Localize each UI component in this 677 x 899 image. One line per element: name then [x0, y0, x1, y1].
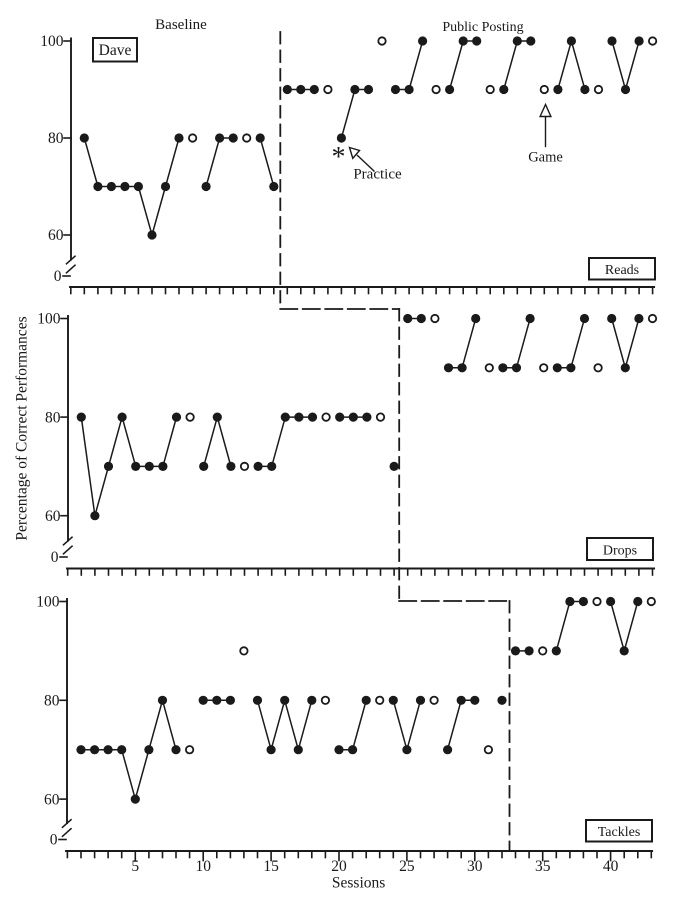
svg-text:Public Posting: Public Posting [442, 20, 523, 35]
svg-text:Sessions: Sessions [332, 875, 385, 892]
svg-text:Practice: Practice [353, 167, 402, 183]
svg-text:Drops: Drops [603, 543, 637, 558]
svg-text:40: 40 [603, 858, 619, 875]
svg-text:80: 80 [45, 409, 61, 426]
svg-text:Tackles: Tackles [598, 825, 641, 840]
svg-text:60: 60 [44, 791, 60, 808]
svg-text:Reads: Reads [605, 263, 639, 278]
svg-text:5: 5 [131, 858, 139, 875]
svg-text:Percentage of Correct Performa: Percentage of Correct Performances [14, 316, 31, 540]
svg-text:25: 25 [399, 858, 415, 875]
svg-text:*: * [332, 142, 346, 173]
svg-text:10: 10 [195, 858, 211, 875]
svg-text:0: 0 [54, 268, 62, 285]
svg-text:30: 30 [467, 858, 483, 875]
svg-text:80: 80 [44, 693, 60, 710]
svg-text:100: 100 [40, 33, 64, 50]
svg-text:0: 0 [50, 832, 58, 849]
svg-text:80: 80 [48, 130, 64, 147]
svg-text:15: 15 [263, 858, 279, 875]
svg-text:20: 20 [331, 858, 347, 875]
svg-text:100: 100 [37, 311, 61, 328]
svg-text:0: 0 [51, 549, 59, 566]
svg-text:60: 60 [48, 227, 64, 244]
svg-text:35: 35 [535, 858, 551, 875]
svg-text:Baseline: Baseline [155, 17, 207, 33]
svg-text:100: 100 [36, 594, 60, 611]
svg-text:Dave: Dave [99, 42, 132, 59]
svg-text:60: 60 [45, 508, 61, 525]
svg-text:Game: Game [528, 150, 563, 166]
